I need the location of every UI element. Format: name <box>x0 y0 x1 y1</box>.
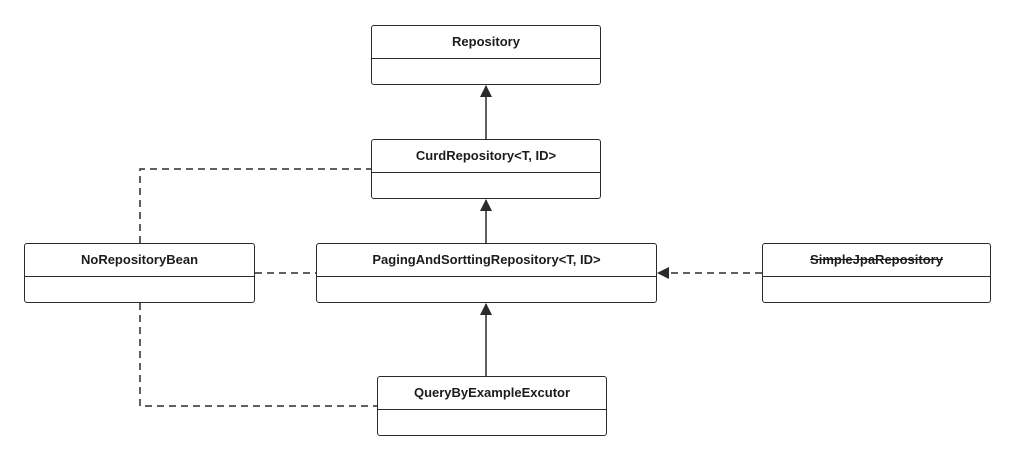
class-box-curd-repository[interactable]: CurdRepository<T, ID> <box>371 139 601 199</box>
class-title-simple-jpa-repository: SimpleJpaRepository <box>763 244 990 277</box>
class-title-paging-repository: PagingAndSorttingRepository<T, ID> <box>317 244 656 277</box>
class-box-query-by-example[interactable]: QueryByExampleExcutor <box>377 376 607 436</box>
class-box-repository[interactable]: Repository <box>371 25 601 85</box>
class-title-repository: Repository <box>372 26 600 59</box>
edge-norepo-to-query <box>139 303 377 407</box>
class-title-no-repository-bean: NoRepositoryBean <box>25 244 254 277</box>
class-box-simple-jpa-repository[interactable]: SimpleJpaRepository <box>762 243 991 303</box>
class-title-curd-repository: CurdRepository<T, ID> <box>372 140 600 173</box>
class-box-paging-repository[interactable]: PagingAndSorttingRepository<T, ID> <box>316 243 657 303</box>
edge-norepo-to-curd <box>139 168 371 243</box>
class-title-query-by-example: QueryByExampleExcutor <box>378 377 606 410</box>
class-box-no-repository-bean[interactable]: NoRepositoryBean <box>24 243 255 303</box>
